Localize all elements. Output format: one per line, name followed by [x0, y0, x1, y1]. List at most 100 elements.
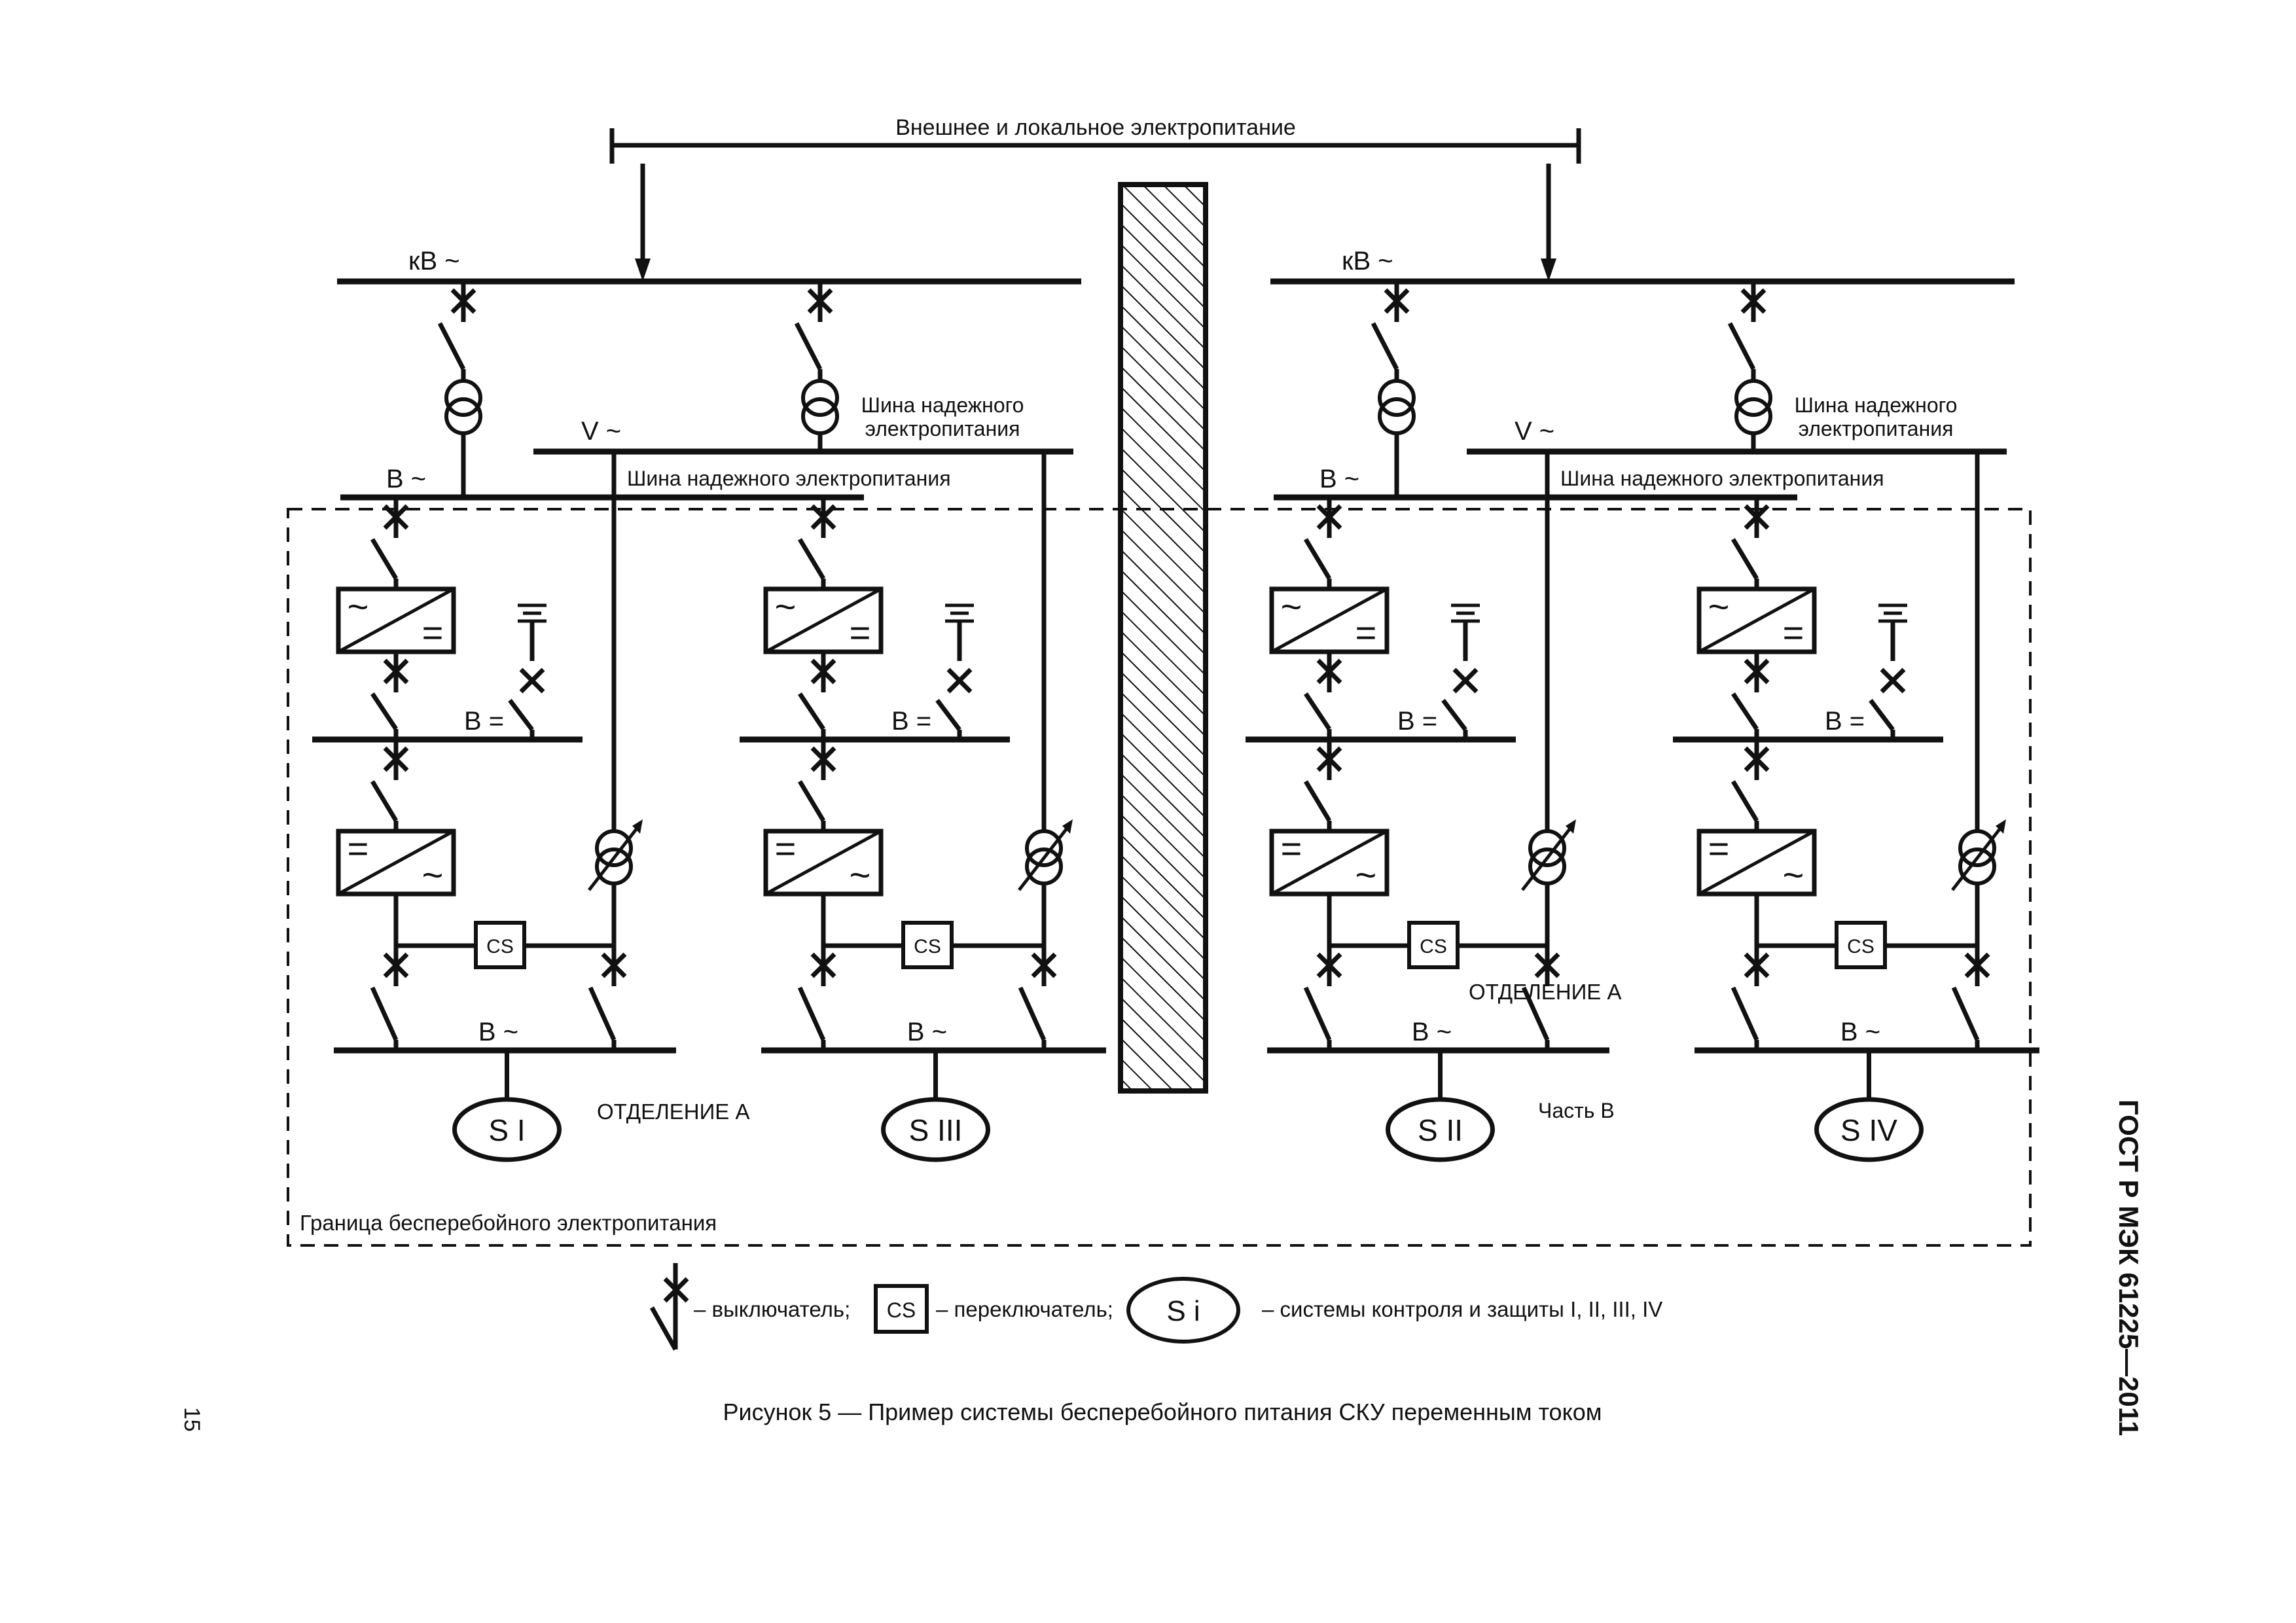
inverter-output-breaker-x: [1744, 952, 1770, 978]
inverter: =~: [763, 828, 884, 897]
bypass-output-breaker: [1951, 946, 1990, 1050]
supply-transformer-coil-b: [1378, 397, 1416, 435]
rectifier: ~=: [1696, 586, 1817, 654]
rectifier-input-breaker-x: [1744, 504, 1770, 530]
battery: [1451, 603, 1480, 632]
supply-transformer: [801, 379, 839, 435]
bypass-output-breaker-x: [1534, 952, 1560, 978]
rectifier-input-breaker: [370, 497, 409, 589]
cs-label: CS: [914, 936, 941, 957]
rectifier-sym-in: ~: [348, 586, 369, 627]
hv-breaker-x: [1384, 288, 1410, 314]
bypass-output-breaker-x-stroke-b: [1534, 952, 1560, 978]
rectifier-output-breaker-blade: [1304, 692, 1331, 730]
reliable-bus-label-line: Шина надежного: [861, 393, 1024, 417]
hv-breaker-blade: [794, 322, 823, 370]
inverter-output-breaker: [370, 946, 409, 1050]
dc-bus-label: В =: [1397, 707, 1437, 736]
reliable-bus-label-line: электропитания: [865, 417, 1020, 440]
rectifier-output-breaker-x: [1316, 658, 1342, 685]
hv-breaker-x-stroke-b: [1384, 288, 1410, 314]
bypass-output-breaker-blade: [588, 986, 617, 1041]
system-ellipse: [881, 1097, 990, 1162]
bypass-transformer: [1951, 819, 2006, 891]
hv-breaker: [1371, 281, 1410, 380]
inverter-output-breaker-blade: [797, 986, 826, 1041]
inverter-input-breaker-x: [1316, 746, 1342, 772]
rectifier-diagonal: [764, 587, 882, 654]
bypass-transformer-arrowhead: [1566, 819, 1576, 834]
inverter: =~: [1696, 828, 1817, 897]
rectifier-output-breaker-x-stroke-b: [1744, 658, 1770, 685]
inverter-output-breaker-x-stroke-b: [810, 952, 836, 978]
rectifier-sym-in: ~: [1708, 586, 1730, 627]
hv-breaker-x: [1740, 288, 1767, 314]
rectifier-output-breaker: [1731, 652, 1770, 740]
rectifier-input-breaker-x: [1316, 504, 1342, 530]
hv-breaker-blade: [437, 322, 466, 370]
output-bus-label: В ~: [907, 1018, 947, 1046]
cs-box: [901, 921, 954, 969]
supply-transformer: [1734, 379, 1772, 435]
hv-breaker-x-stroke-b: [1740, 288, 1767, 314]
hv-breaker-x-stroke-b: [807, 288, 833, 314]
inverter-output-breaker-blade: [1303, 986, 1332, 1041]
dc-bus-label: В =: [464, 707, 504, 736]
rectifier-output-breaker-blade: [1731, 692, 1759, 730]
bypass-transformer: [1018, 819, 1073, 891]
external-arrow-left: [635, 164, 651, 281]
rectifier-output-breaker-x-stroke-b: [383, 658, 409, 685]
bypass-output-breaker-blade: [1521, 986, 1550, 1041]
bypass-transformer-coil-a: [1528, 829, 1566, 867]
supply-transformer: [1378, 379, 1416, 435]
ac-bus-label-left: В ~: [386, 465, 426, 493]
reliable-bus-label-line: Шина надежного: [1795, 393, 1958, 417]
rectifier-input-breaker-x: [383, 504, 409, 530]
legend-switch-text: – переключатель;: [936, 1297, 1113, 1321]
rectifier-input-breaker-blade: [370, 538, 399, 580]
battery-breaker-x-stroke-b: [1880, 668, 1906, 694]
inverter-sym-out: ~: [1783, 854, 1804, 895]
bypass-transformer-arrowhead: [632, 819, 643, 834]
battery: [518, 603, 547, 632]
hv-bus-label-left: кВ ~: [408, 247, 460, 276]
rectifier-output-breaker-x: [383, 658, 409, 685]
hv-breaker: [1727, 281, 1767, 380]
inverter-output-breaker-x: [810, 952, 836, 978]
inverter-sym-in: =: [1281, 828, 1302, 869]
inverter-diagonal: [337, 829, 455, 896]
rectifier-output-breaker-blade: [370, 692, 398, 730]
legend: – выключатель; CS – переключатель; S i –…: [649, 1263, 1662, 1351]
separation-wall: [1118, 182, 1208, 1094]
rectifier-input-breaker: [1731, 497, 1770, 589]
battery-breaker-x-stroke-b: [946, 668, 973, 694]
bypass-output-breaker-x-stroke-b: [1031, 952, 1057, 978]
inverter-input-breaker-blade: [370, 780, 399, 822]
hv-breaker-blade: [1371, 322, 1399, 370]
bypass-output-breaker-x: [601, 952, 627, 978]
rectifier-diagonal: [337, 587, 455, 654]
output-bus-label: В ~: [1412, 1018, 1452, 1046]
inverter-output-breaker-x-stroke-b: [1744, 952, 1770, 978]
bypass-output-breaker: [588, 946, 627, 1050]
part-b-label: Часть В: [1538, 1099, 1615, 1122]
battery-breaker-x: [946, 668, 973, 694]
battery-breaker-x: [519, 668, 545, 694]
inverter: =~: [336, 828, 456, 897]
rectifier-input-breaker-x-stroke-b: [810, 504, 836, 530]
inverter-output-breaker: [1303, 946, 1342, 1050]
bypass-transformer: [588, 819, 643, 891]
supply-transformer-coil-b: [444, 397, 482, 435]
channel-right-b: ~=В ==~CSВ ~S IV: [1673, 281, 2039, 1162]
reliable-bus-label-line: электропитания: [1799, 417, 1954, 440]
legend-breaker-symbol: [649, 1263, 689, 1351]
inverter-output-breaker-x: [1316, 952, 1342, 978]
output-bus-label: В ~: [1840, 1018, 1880, 1046]
inverter-output-breaker-x-stroke-b: [1316, 952, 1342, 978]
bypass-output-breaker-blade: [1018, 986, 1047, 1041]
legend-breaker-text: – выключатель;: [694, 1297, 850, 1321]
inverter: =~: [1269, 828, 1390, 897]
